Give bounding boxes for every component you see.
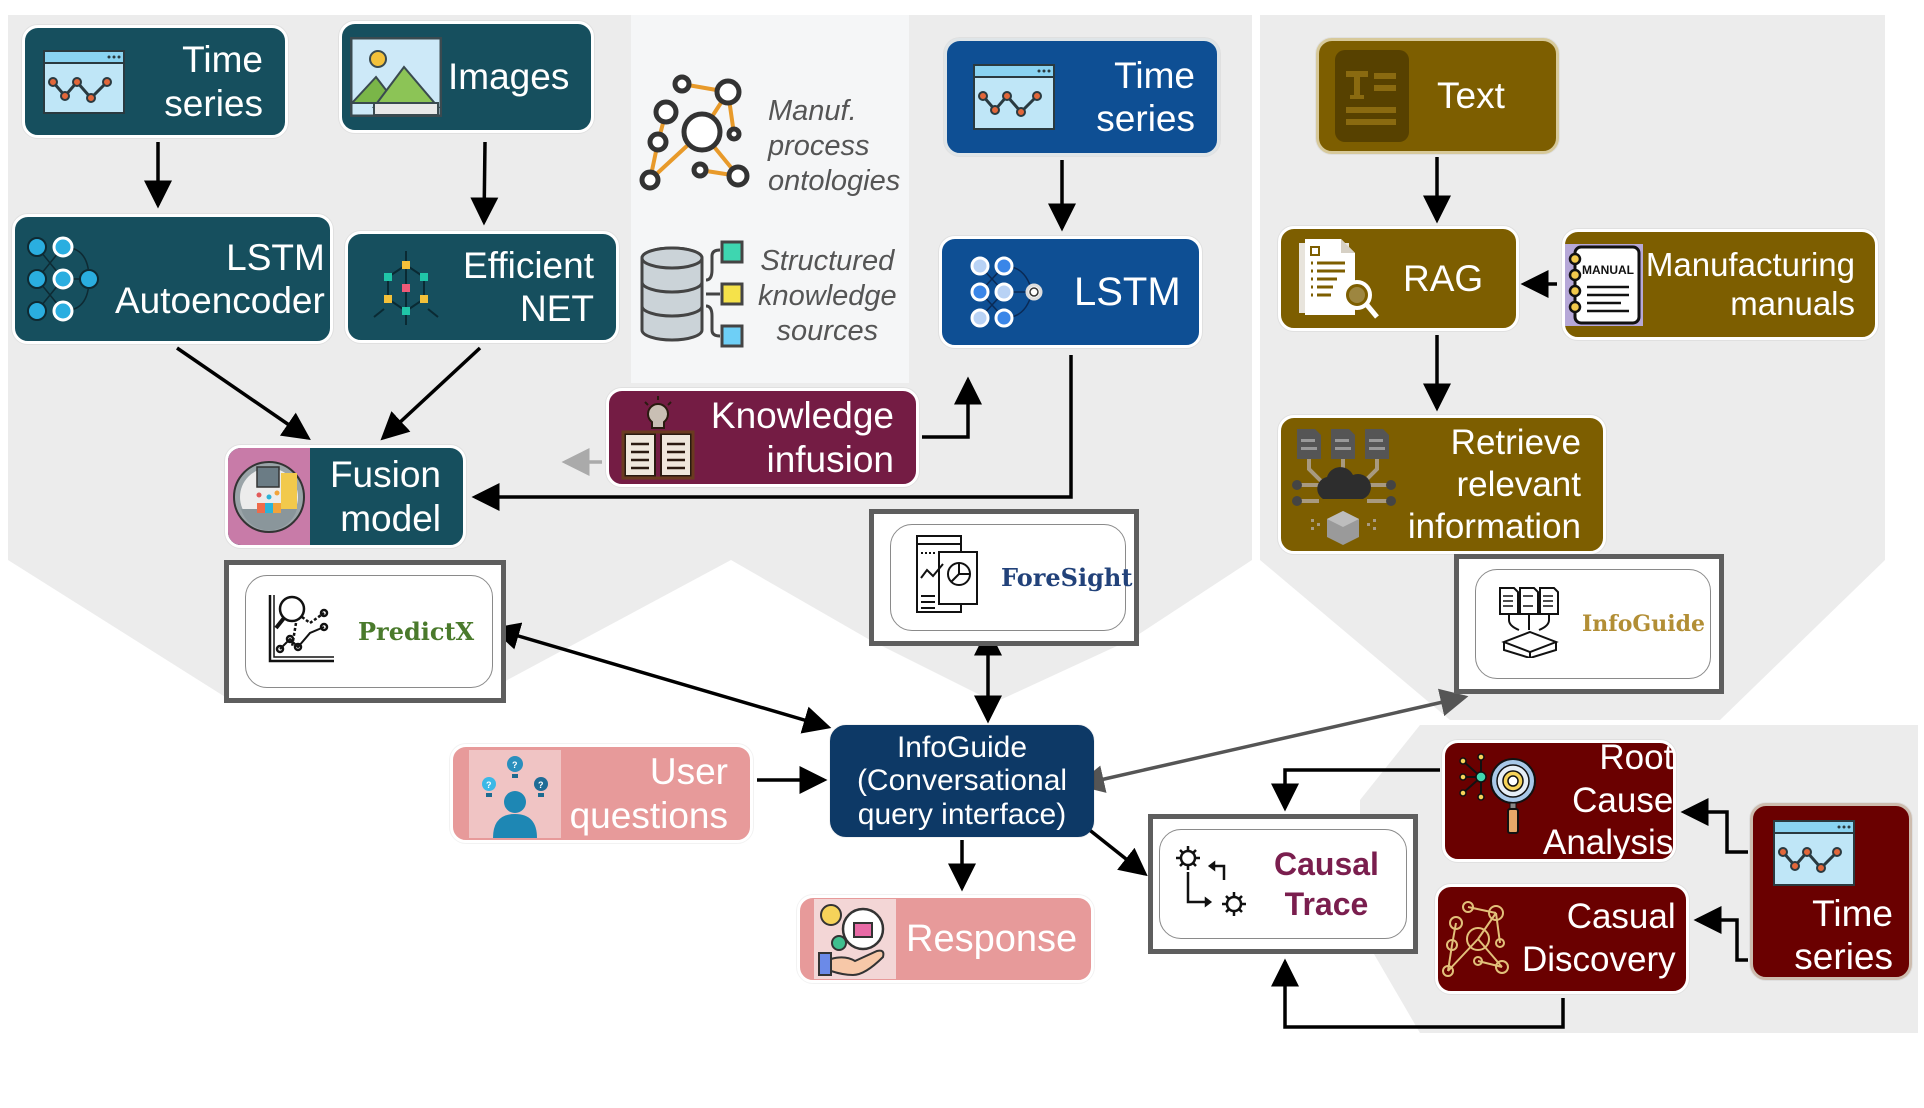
network-nodes-icon	[366, 247, 446, 327]
lstm-autoencoder-node[interactable]: LSTM Autoencoder	[12, 214, 333, 344]
foresight-tool-card[interactable]: ForeSight	[869, 509, 1139, 646]
node-label: Manufacturing manuals	[1645, 245, 1855, 322]
structured-sources-label: Structured knowledge sources	[758, 245, 897, 347]
landscape-image-icon	[350, 37, 442, 117]
graph-nodes-icon	[1442, 899, 1522, 979]
casual-discovery-node[interactable]: Casual Discovery	[1435, 884, 1689, 994]
manual-badge-text: MANUAL	[1582, 262, 1634, 277]
predictx-name: PredictX	[358, 617, 475, 646]
node-label: Casual Discovery	[1522, 897, 1676, 979]
node-label: InfoGuide (Conversational query interfac…	[856, 730, 1068, 831]
neural-network-icon	[23, 229, 115, 329]
gears-flow-icon	[1174, 844, 1250, 925]
time-series-input-node[interactable]: Time series	[22, 25, 288, 138]
magnifier-gear-icon	[1455, 753, 1543, 837]
node-label: Retrieve relevant information	[1407, 422, 1581, 546]
time-series-chart-icon	[43, 49, 125, 114]
user-questions-icon: ???	[469, 749, 561, 838]
node-label: Time series	[164, 39, 263, 124]
document-search-icon	[1297, 237, 1385, 321]
efficient-net-node[interactable]: Efficient NET	[345, 231, 619, 343]
causal-trace-tool-card[interactable]: Causal Trace	[1148, 814, 1418, 954]
fusion-model-node[interactable]: Fusion model	[225, 445, 466, 548]
node-label: Time series	[1096, 54, 1195, 139]
knowledge-infusion-node[interactable]: Knowledge infusion	[606, 388, 919, 487]
manual-notebook-icon: MANUAL	[1565, 243, 1643, 326]
retrieve-information-node[interactable]: Retrieve relevant information	[1278, 415, 1606, 554]
node-label: LSTM	[1074, 269, 1181, 314]
time-series-chart-icon	[1773, 820, 1855, 886]
node-label: Response	[906, 917, 1078, 960]
images-input-node[interactable]: Images	[339, 21, 594, 133]
ontologies-label: Manuf. process ontologies	[768, 95, 901, 197]
infoguide-conversational-node[interactable]: InfoGuide (Conversational query interfac…	[830, 725, 1094, 837]
node-label: Root Cause Analysis	[1543, 737, 1674, 863]
node-label: Images	[448, 56, 570, 98]
time-series-causal-node[interactable]: Time series	[1750, 803, 1912, 980]
svg-text:?: ?	[512, 760, 518, 770]
node-label: Fusion model	[329, 454, 441, 539]
ontology-graph-icon	[638, 68, 768, 203]
database-icon	[640, 240, 756, 355]
node-label: Text	[1437, 75, 1505, 117]
node-label: LSTM Autoencoder	[115, 236, 325, 321]
lstm-forecast-node[interactable]: LSTM	[939, 236, 1202, 348]
rag-node[interactable]: RAG	[1278, 226, 1519, 331]
infoguide-tool-name: InfoGuide	[1582, 611, 1705, 637]
time-series-forecast-node[interactable]: Time series	[944, 38, 1220, 156]
analytics-report-icon	[913, 534, 981, 621]
svg-text:?: ?	[486, 780, 492, 790]
manufacturing-manuals-node[interactable]: MANUAL Manufacturing manuals	[1562, 229, 1878, 340]
foresight-name: ForeSight	[1001, 563, 1133, 592]
neural-network-icon	[970, 254, 1050, 330]
root-cause-analysis-node[interactable]: Root Cause Analysis	[1442, 738, 1676, 862]
node-label: Knowledge infusion	[710, 395, 894, 480]
text-document-icon	[1335, 50, 1409, 142]
response-node[interactable]: Response	[797, 895, 1094, 983]
node-label: RAG	[1403, 257, 1484, 299]
user-questions-node[interactable]: ??? User questions	[450, 744, 753, 843]
prediction-chart-icon	[266, 593, 336, 670]
causal-trace-name: Causal Trace	[1274, 846, 1379, 922]
documents-merge-icon	[1498, 586, 1562, 663]
node-label: User questions	[569, 751, 728, 836]
node-label: Time series	[1794, 893, 1893, 978]
infoguide-tool-card[interactable]: InfoGuide	[1454, 554, 1724, 694]
time-series-chart-icon	[973, 64, 1055, 130]
panel-vision	[8, 15, 731, 700]
cloud-documents-icon	[1287, 423, 1403, 547]
book-lightbulb-icon	[621, 395, 695, 480]
fusion-icon	[228, 448, 310, 545]
text-input-node[interactable]: Text	[1316, 38, 1559, 154]
svg-text:?: ?	[538, 780, 544, 790]
node-label: Efficient NET	[463, 244, 594, 329]
predictx-tool-card[interactable]: PredictX	[224, 560, 506, 703]
service-hand-icon	[814, 899, 896, 979]
